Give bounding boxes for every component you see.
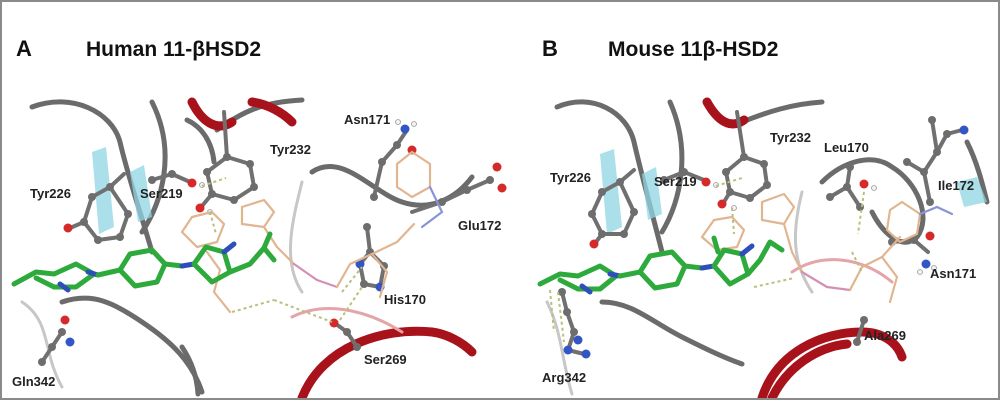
residue-label-glu172: Glu172 — [458, 218, 501, 233]
tyr232-residue — [195, 110, 258, 215]
ser269-residue — [329, 318, 361, 351]
ser219-residue — [660, 168, 719, 188]
residue-label-arg342: Arg342 — [542, 370, 586, 385]
tyr226-residue — [588, 168, 638, 249]
beta-sheet — [600, 149, 622, 234]
residue-label-leu170: Leu170 — [824, 140, 869, 155]
helix-ribbon — [247, 97, 297, 127]
cofactor-nad — [180, 150, 444, 314]
ligand — [11, 231, 277, 293]
helix-ribbon-faint — [290, 307, 404, 334]
gln342-residue — [38, 315, 75, 366]
leu170-residue — [826, 163, 877, 211]
residue-label-ser269: Ser269 — [364, 352, 407, 367]
ala269-residue — [853, 316, 868, 346]
helix-ribbon — [297, 326, 477, 398]
backbone-ribbon-faint — [794, 190, 814, 294]
helix-ribbon-faint — [790, 258, 894, 284]
backbone-ribbon-faint — [545, 300, 574, 396]
beta-sheet — [957, 177, 987, 207]
tyr232-residue — [717, 110, 771, 211]
ligand — [537, 235, 785, 295]
backbone-ribbon-faint — [20, 300, 64, 389]
backbone-ribbon — [659, 99, 685, 235]
backbone-ribbon-faint — [289, 180, 304, 294]
beta-sheet — [130, 165, 152, 222]
backbone-ribbon — [184, 117, 217, 165]
helix-ribbon — [757, 327, 907, 398]
backbone-ribbon — [599, 299, 745, 367]
panel-b-title: Mouse 11β-HSD2 — [608, 38, 778, 61]
backbone-ribbon — [819, 157, 926, 245]
panel-b-letter: B — [542, 36, 558, 61]
asn171-residue — [370, 119, 417, 201]
residue-label-tyr226: Tyr226 — [550, 170, 591, 185]
residue-label-tyr232: Tyr232 — [270, 142, 311, 157]
residue-label-ile172: Ile172 — [938, 178, 974, 193]
residue-label-his170: His170 — [384, 292, 426, 307]
residue-label-tyr226: Tyr226 — [30, 186, 71, 201]
ser219-residue — [148, 170, 205, 188]
glu172-residue — [410, 162, 507, 214]
helix-ribbon — [187, 97, 237, 131]
residue-label-asn171: Asn171 — [930, 266, 976, 281]
backbone-ribbon — [179, 344, 201, 397]
residue-label-ser219: Ser219 — [654, 174, 697, 189]
residue-label-asn171: Asn171 — [344, 112, 390, 127]
his170-residue — [355, 223, 388, 292]
beta-sheet — [642, 167, 662, 220]
panel-b: B Mouse 11β-HSD2 — [537, 36, 990, 398]
arg342-residue — [558, 288, 591, 359]
backbone-ribbon — [964, 139, 990, 205]
ile172-residue — [903, 116, 969, 206]
panel-a-letter: A — [16, 36, 32, 61]
hydrogen-bonds — [549, 177, 865, 343]
residue-label-gln342: Gln342 — [12, 374, 55, 389]
hydrogen-bonds — [201, 177, 363, 323]
panel-a: A Human 11-βHSD2 — [11, 36, 507, 398]
residue-label-tyr232: Tyr232 — [770, 130, 811, 145]
residue-label-ser219: Ser219 — [140, 186, 183, 201]
backbone-ribbon — [739, 99, 825, 125]
tyr226-residue — [63, 172, 132, 244]
panel-a-title: Human 11-βHSD2 — [86, 38, 261, 61]
residue-label-ala269: Ala269 — [864, 328, 906, 343]
helix-ribbon — [767, 339, 852, 398]
cofactor-nad — [700, 192, 954, 304]
